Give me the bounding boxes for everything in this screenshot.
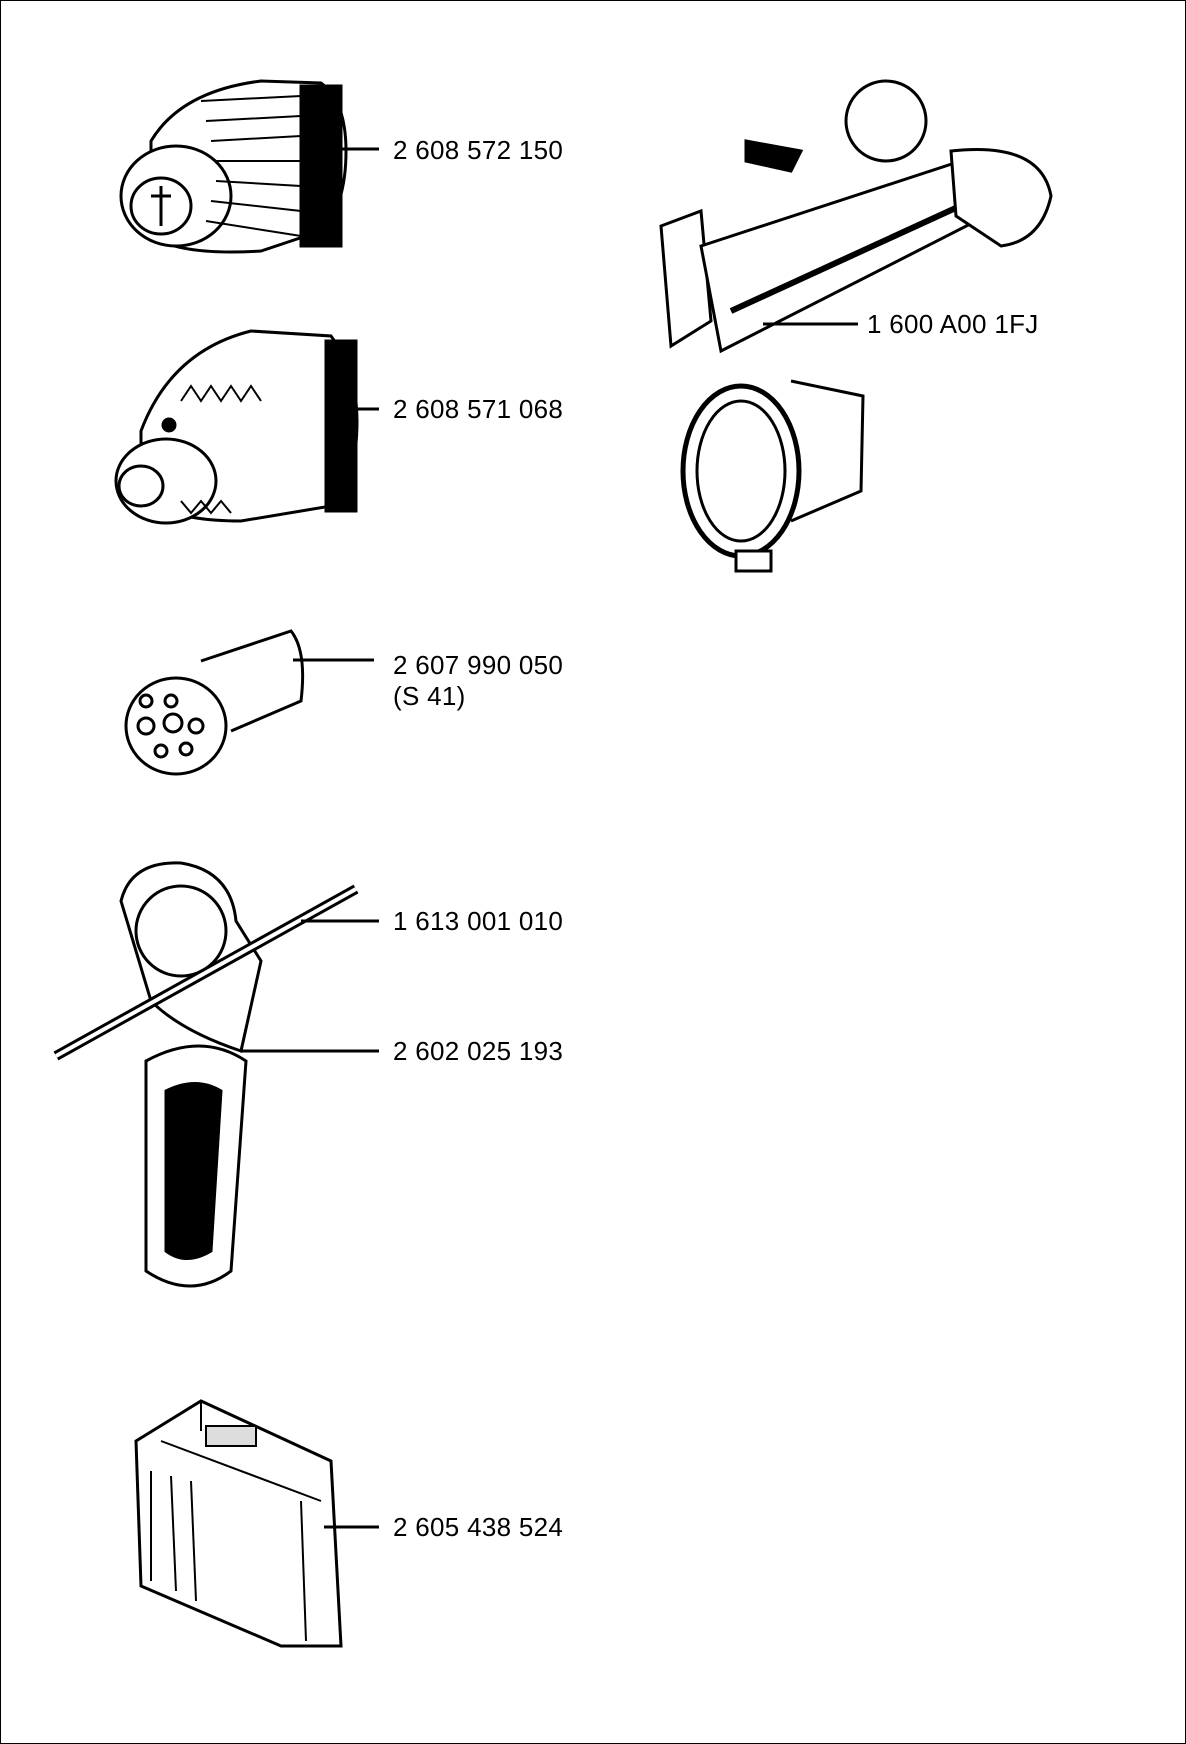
part-number-carrying-case: 2 605 438 524 xyxy=(393,1512,564,1542)
part-number-dust-extraction: 1 600 A00 1FJ xyxy=(867,309,1039,339)
part-number-auxiliary-handle: 2 602 025 193 xyxy=(393,1036,564,1066)
part-number-depth-stop: 1 613 001 010 xyxy=(393,906,564,936)
dust-ring-illustration xyxy=(680,379,865,573)
part-number-chuck-adapter: 2 607 990 050 xyxy=(393,650,564,680)
keyless-chuck-illustration xyxy=(119,79,379,254)
chuck-adapter-illustration xyxy=(124,629,374,776)
part-number-key-type-chuck: 2 608 571 068 xyxy=(393,394,564,424)
part-note-chuck-adapter: (S 41) xyxy=(393,681,466,711)
carrying-case-illustration xyxy=(134,1399,379,1648)
dust-extraction-illustration xyxy=(659,79,1053,354)
key-type-chuck-illustration xyxy=(114,329,379,525)
part-number-keyless-chuck: 2 608 572 150 xyxy=(393,135,564,165)
auxiliary-handle-illustration xyxy=(53,861,379,1288)
